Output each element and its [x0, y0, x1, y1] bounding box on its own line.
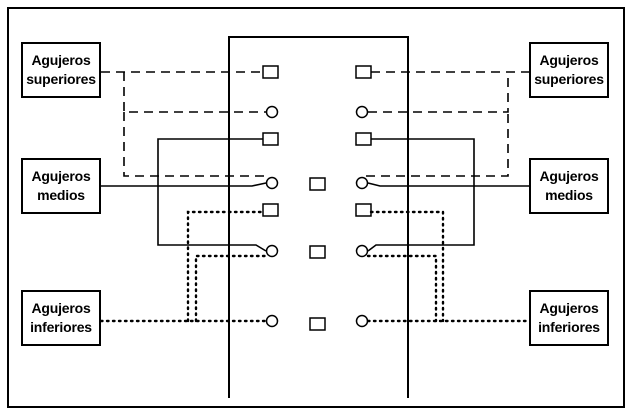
- label-line: inferiores: [30, 319, 92, 335]
- label-line: Agujeros: [539, 52, 599, 68]
- label-line: Agujeros: [31, 52, 91, 68]
- hole-square-top-right: [355, 65, 372, 79]
- label-line: superiores: [534, 71, 604, 87]
- med-left-to-circle: [101, 182, 267, 187]
- hole-circle-bottom-right: [355, 314, 369, 328]
- connector-medios: [101, 138, 529, 252]
- holes: [262, 65, 372, 331]
- hole-square-center-1: [309, 177, 326, 191]
- label-line: superiores: [26, 71, 96, 87]
- hole-circle-upper-right: [355, 105, 369, 119]
- inf-right-loop-inner: [366, 254, 438, 323]
- hole-circle-mid-right: [355, 176, 369, 190]
- hole-square-mid-left: [262, 132, 279, 146]
- label-agujeros-inferiores-right: Agujeros inferiores: [529, 290, 609, 346]
- hole-circle-low-right: [355, 244, 369, 258]
- label-agujeros-inferiores-left: Agujeros inferiores: [21, 290, 101, 346]
- hole-square-top-left: [262, 65, 279, 79]
- hole-square-mid-right: [355, 132, 372, 146]
- board-left-edge: [228, 36, 409, 398]
- inf-left-loop-inner: [194, 254, 268, 323]
- sup-left-loop-to-mid-circle: [123, 112, 266, 177]
- connector-inferiores: [99, 210, 531, 323]
- hole-square-center-2: [309, 245, 326, 259]
- label-agujeros-superiores-right: Agujeros superiores: [529, 42, 609, 98]
- hole-square-lowmid-left: [262, 203, 279, 217]
- hole-square-lowmid-right: [355, 203, 372, 217]
- label-line: medios: [545, 187, 593, 203]
- hole-circle-low-left: [265, 244, 279, 258]
- sup-right-loop-to-circle: [368, 72, 509, 113]
- diagram-frame: [7, 7, 625, 408]
- med-right-loop: [367, 138, 475, 252]
- label-line: Agujeros: [31, 168, 91, 184]
- label-line: Agujeros: [539, 168, 599, 184]
- hole-square-center-3: [309, 317, 326, 331]
- inf-right-loop-outer: [369, 210, 445, 323]
- label-line: Agujeros: [31, 300, 91, 316]
- label-line: Agujeros: [539, 300, 599, 316]
- inf-left-loop-outer: [186, 210, 265, 323]
- label-line: medios: [37, 187, 85, 203]
- label-agujeros-medios-left: Agujeros medios: [21, 158, 101, 214]
- label-line: inferiores: [538, 319, 600, 335]
- connector-superiores: [101, 71, 529, 177]
- med-left-loop: [157, 138, 267, 252]
- sup-left-loop-to-circle: [123, 72, 266, 113]
- sup-right-loop-to-mid-circle: [366, 112, 509, 177]
- hole-circle-upper-left: [265, 105, 279, 119]
- label-agujeros-superiores-left: Agujeros superiores: [21, 42, 101, 98]
- med-right-to-circle: [367, 182, 529, 187]
- board-outline: [228, 36, 409, 398]
- hole-circle-mid-left: [265, 176, 279, 190]
- label-agujeros-medios-right: Agujeros medios: [529, 158, 609, 214]
- hole-circle-bottom-left: [265, 314, 279, 328]
